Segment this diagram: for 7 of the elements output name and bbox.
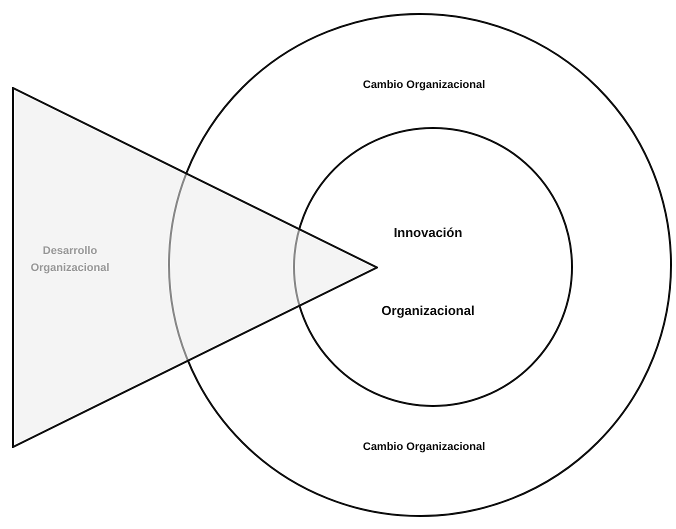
node-label: Cambio Organizacional	[362, 79, 486, 91]
node-label: Innovación	[394, 225, 462, 240]
node-label: Cambio Organizacional	[362, 441, 486, 453]
node-label: Organizacional	[381, 303, 475, 318]
outer-circle	[168, 13, 672, 517]
inner-circle	[293, 127, 573, 407]
node-label: Desarrollo Organizacional	[30, 244, 110, 276]
